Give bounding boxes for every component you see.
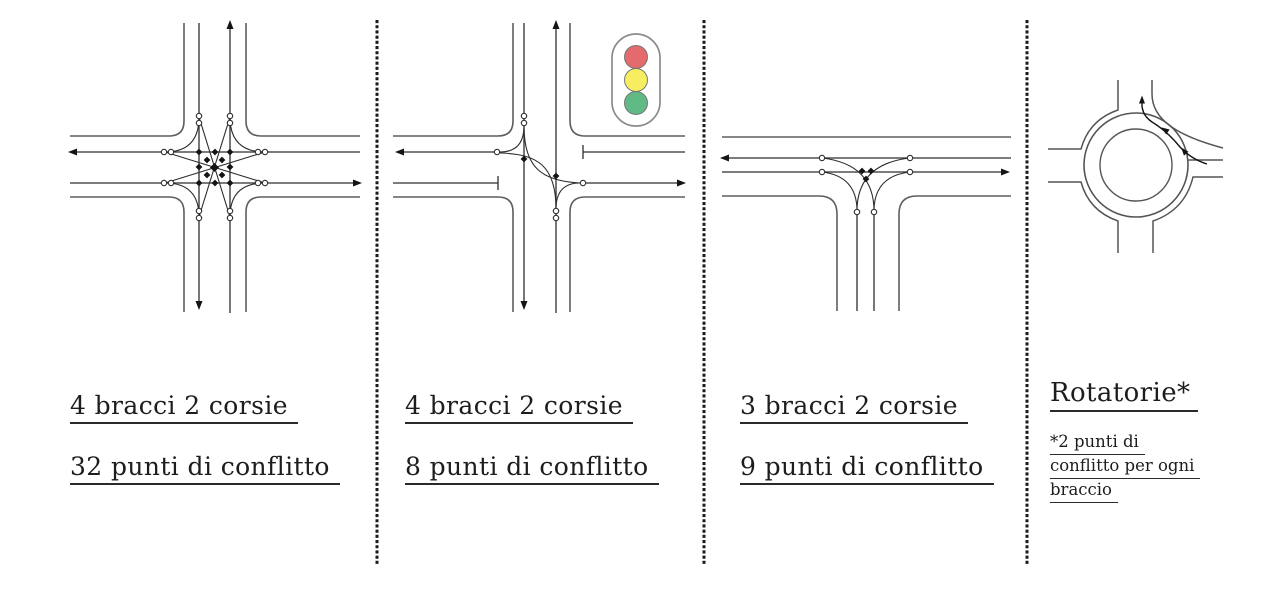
traffic-light-green bbox=[624, 91, 648, 115]
panel2-label-line1: 4 bracci 2 corsie bbox=[405, 391, 633, 424]
road-edges bbox=[722, 136, 1011, 311]
four-arm-intersection-diagram bbox=[68, 20, 362, 313]
arrowhead-west bbox=[68, 148, 77, 156]
traffic-light-yellow bbox=[624, 68, 648, 92]
arrowhead-north bbox=[226, 20, 234, 29]
footnote-row: conflitto per ogni bbox=[1050, 455, 1201, 479]
arrowhead-east bbox=[1001, 168, 1010, 176]
road-edges bbox=[70, 23, 360, 312]
route-arrowhead-entry bbox=[1181, 147, 1189, 156]
arrowhead-west bbox=[720, 154, 729, 162]
entry-point-markers bbox=[818, 154, 914, 216]
footnote-row: *2 punti di bbox=[1050, 431, 1200, 455]
underlined-text: 9 punti di conflitto bbox=[740, 452, 994, 485]
panel2-label-line2: 8 punti di conflitto bbox=[405, 452, 659, 485]
panel1-label-line1: 4 bracci 2 corsie bbox=[70, 391, 298, 424]
arrowhead-west bbox=[395, 148, 404, 156]
underlined-text: 8 punti di conflitto bbox=[405, 452, 659, 485]
route-arrowhead-exit bbox=[1139, 95, 1145, 104]
roundabout-arms bbox=[1048, 80, 1224, 253]
panel4-title: Rotatorie* bbox=[1050, 378, 1199, 412]
underlined-text: 32 punti di conflitto bbox=[70, 452, 340, 485]
underlined-text: *2 punti di bbox=[1050, 431, 1145, 455]
footnote-row: braccio bbox=[1050, 479, 1200, 503]
turning-paths bbox=[821, 157, 911, 212]
route-arrowhead-ring bbox=[1161, 127, 1170, 135]
roundabout-inner-circle bbox=[1099, 128, 1173, 202]
underlined-text: Rotatorie* bbox=[1050, 378, 1199, 412]
panel4-footnote: *2 punti di conflitto per ogni braccio bbox=[1050, 431, 1201, 503]
entry-point-markers bbox=[160, 112, 269, 222]
underlined-text: conflitto per ogni bbox=[1050, 455, 1201, 479]
arrowhead-south bbox=[520, 301, 528, 310]
conflict-point-markers bbox=[195, 148, 234, 187]
underlined-text: 4 bracci 2 corsie bbox=[405, 391, 633, 424]
road-edges bbox=[393, 23, 685, 312]
lane-lines bbox=[393, 23, 685, 313]
three-arm-intersection-diagram bbox=[720, 136, 1011, 311]
underlined-text: 3 bracci 2 corsie bbox=[740, 391, 968, 424]
panel3-label-line1: 3 bracci 2 corsie bbox=[740, 391, 968, 424]
roundabout-outer-circle bbox=[1083, 112, 1189, 218]
entry-point-markers bbox=[493, 112, 587, 222]
arrowhead-south bbox=[195, 301, 203, 310]
turning-paths bbox=[499, 125, 581, 210]
roundabout-diagram bbox=[1048, 80, 1224, 253]
arrowhead-east bbox=[677, 179, 686, 187]
arrowhead-north bbox=[552, 20, 560, 29]
panel1-label-line2: 32 punti di conflitto bbox=[70, 452, 340, 485]
panel3-label-line2: 9 punti di conflitto bbox=[740, 452, 994, 485]
signalized-intersection-diagram bbox=[393, 20, 686, 313]
traffic-light-red bbox=[624, 45, 648, 69]
conflict-point-markers bbox=[520, 155, 560, 180]
underlined-text: braccio bbox=[1050, 479, 1118, 503]
arrowhead-east bbox=[353, 179, 362, 187]
traffic-light-icon bbox=[611, 33, 661, 127]
underlined-text: 4 bracci 2 corsie bbox=[70, 391, 298, 424]
